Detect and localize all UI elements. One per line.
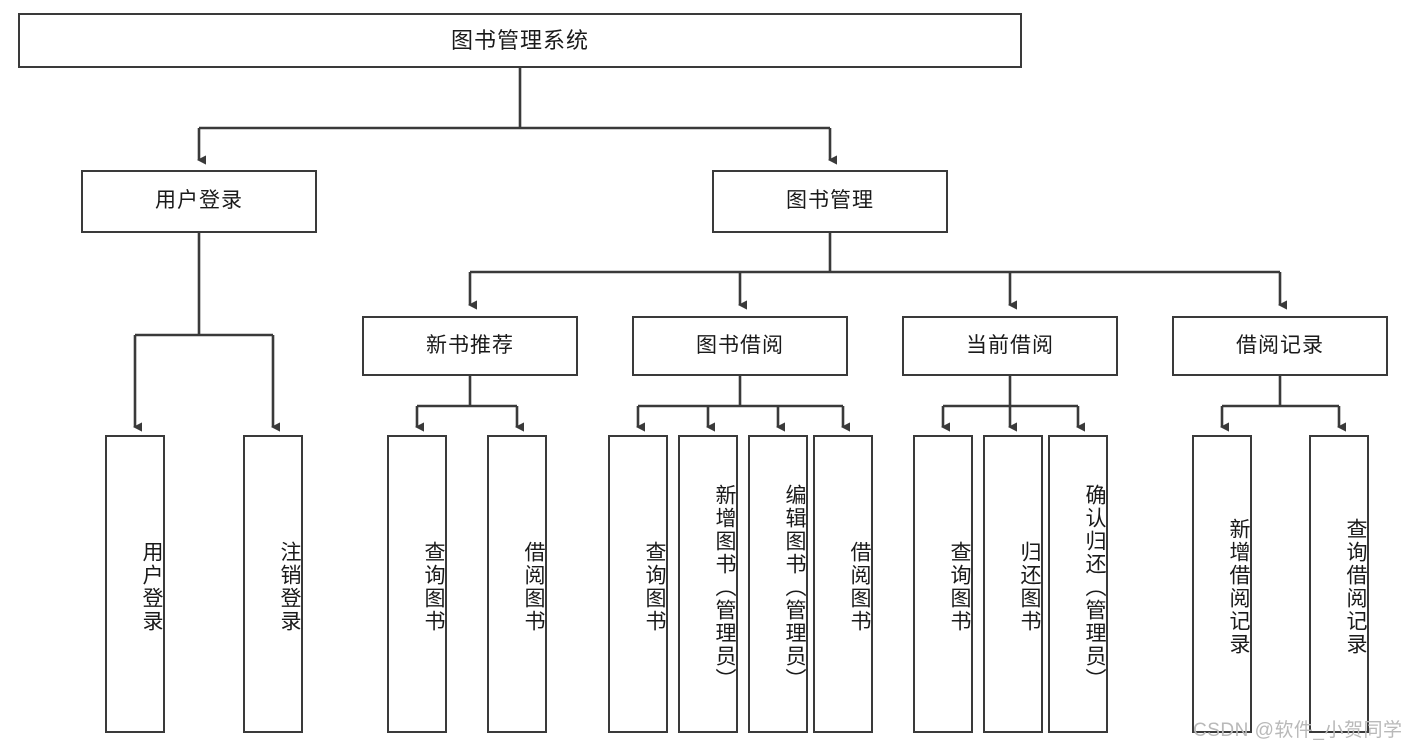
leaf-recommend-query-book[interactable]: 查询图书: [387, 435, 447, 733]
leaf-borrow-borrow-book[interactable]: 借阅图书: [813, 435, 873, 733]
leaf-borrow-edit-book-admin[interactable]: 编辑图书（管理员）: [748, 435, 808, 733]
node-book-management[interactable]: 图书管理: [712, 170, 948, 233]
leaf-borrow-query-book[interactable]: 查询图书: [608, 435, 668, 733]
node-label: 注销登录: [278, 541, 301, 633]
leaf-user-login-logout[interactable]: 注销登录: [243, 435, 303, 733]
node-label: 查询图书: [643, 541, 666, 633]
watermark-text: CSDN @软件_小贺同学: [1193, 720, 1403, 741]
node-label: 新增借阅记录: [1227, 518, 1250, 656]
leaf-record-add-record[interactable]: 新增借阅记录: [1192, 435, 1252, 733]
node-borrow-record[interactable]: 借阅记录: [1172, 316, 1388, 376]
leaf-user-login-login[interactable]: 用户登录: [105, 435, 165, 733]
node-label: 图书管理系统: [450, 27, 589, 53]
leaf-current-confirm-return-admin[interactable]: 确认归还（管理员）: [1048, 435, 1108, 733]
node-label: 借阅记录: [1236, 333, 1324, 357]
node-label: 用户登录: [155, 189, 243, 213]
node-label: 查询图书: [948, 541, 971, 633]
node-book-borrow[interactable]: 图书借阅: [632, 316, 848, 376]
node-current-borrow[interactable]: 当前借阅: [902, 316, 1118, 376]
node-root-system[interactable]: 图书管理系统: [18, 13, 1022, 68]
node-label: 确认归还（管理员）: [1083, 483, 1106, 691]
node-label: 查询借阅记录: [1344, 518, 1367, 656]
node-label: 用户登录: [140, 541, 163, 633]
leaf-record-query-record[interactable]: 查询借阅记录: [1309, 435, 1369, 733]
node-label: 查询图书: [422, 541, 445, 633]
node-new-book-recommend[interactable]: 新书推荐: [362, 316, 578, 376]
node-label: 编辑图书（管理员）: [783, 483, 806, 691]
node-label: 图书管理: [786, 189, 874, 213]
node-label: 新书推荐: [426, 333, 514, 357]
node-user-login[interactable]: 用户登录: [81, 170, 317, 233]
node-label: 图书借阅: [696, 333, 784, 357]
node-label: 归还图书: [1018, 541, 1041, 633]
node-label: 借阅图书: [848, 541, 871, 633]
leaf-recommend-borrow-book[interactable]: 借阅图书: [487, 435, 547, 733]
node-label: 借阅图书: [522, 541, 545, 633]
leaf-current-return-book[interactable]: 归还图书: [983, 435, 1043, 733]
node-label: 当前借阅: [966, 333, 1054, 357]
leaf-borrow-add-book-admin[interactable]: 新增图书（管理员）: [678, 435, 738, 733]
node-label: 新增图书（管理员）: [713, 483, 736, 691]
leaf-current-query-book[interactable]: 查询图书: [913, 435, 973, 733]
